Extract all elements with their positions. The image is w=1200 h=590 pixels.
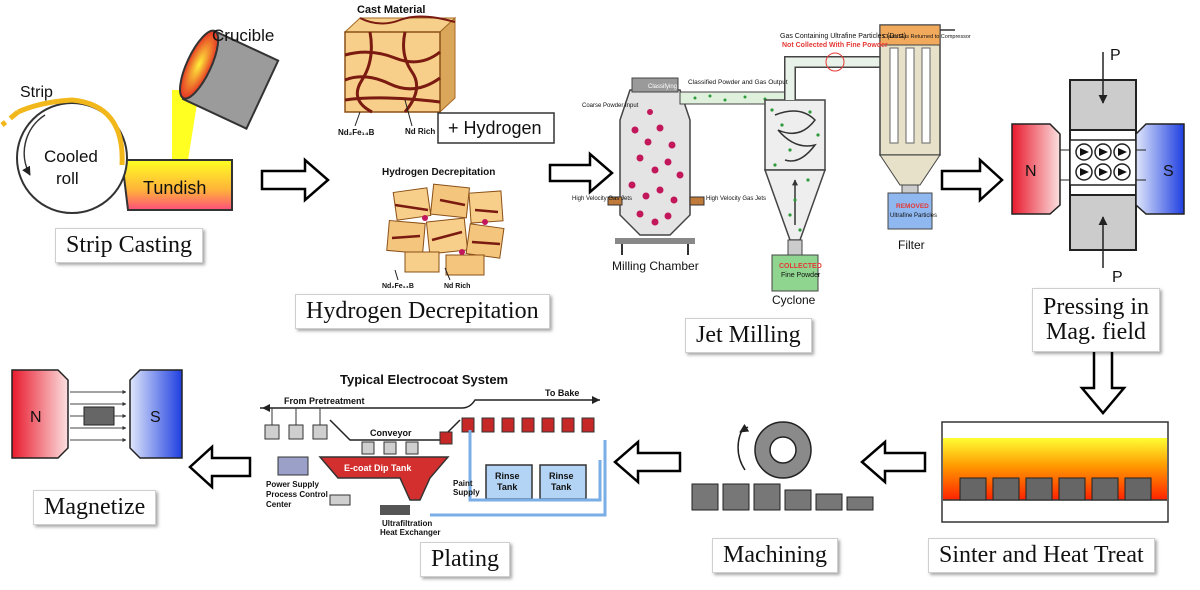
classified-powder-label: Classified Powder and Gas Output [688,79,788,86]
collected-label: COLLECTED [779,263,822,270]
hv-right-label: High Velocity Gas Jets [706,196,766,202]
strip-casting-illustration [0,29,280,214]
rinse2-b-label: Tank [551,482,572,492]
strip-casting-caption: Strip Casting [55,228,204,264]
paint-label: Paint [453,479,473,488]
pressure-bottom-label: P [1112,269,1123,286]
plus-hydrogen-label: + Hydrogen [448,118,542,138]
nd-rich-small-label: Nd Rich [444,283,470,290]
plating-caption: Plating [420,542,511,578]
magnetize-s-label: S [150,409,161,426]
heat-exchanger-label: Heat Exchanger [380,528,440,537]
cast-material-label: Cast Material [357,4,425,16]
cooled-label: Cooled [44,147,98,166]
flow-arrow-1 [260,157,330,203]
flow-arrow-6 [613,439,682,485]
nd2fe14b-label: Nd₂Fe₁₄B [338,128,375,137]
sinter-caption: Sinter and Heat Treat [928,538,1155,574]
center-label: Center [266,500,291,509]
pressing-n-label: N [1025,163,1037,180]
gas-dust-label: Gas Containing Ultrafine Particles (Dust… [780,33,906,40]
hv-left-label: High Velocity Gas Jets [572,196,632,202]
rinse1-b-label: Tank [497,482,518,492]
flow-arrow-2 [548,151,614,195]
to-bake-label: To Bake [545,388,579,398]
flow-arrow-4 [1079,348,1127,415]
cyclone-label: Cyclone [772,293,816,307]
jet-mill-illustration [607,24,955,292]
machining-illustration [691,421,874,511]
pressing-s-label: S [1163,163,1174,180]
machining-caption: Machining [712,538,838,574]
crucible-label: Crucible [212,26,274,45]
tundish-icon [120,159,233,211]
power-supply-label: Power Supply [266,480,319,489]
pressing-caption-line1: Pressing in [1043,294,1150,320]
decrepitated-pieces [386,183,505,281]
rinse2-a-label: Rinse [549,471,574,481]
flow-arrow-3 [940,157,1004,203]
conveyor-label: Conveyor [370,428,412,438]
hydrogen-decrepitation-caption: Hydrogen Decrepitation [295,294,550,330]
ultrafine-label: Ultrafine Particles [890,213,937,219]
jet-milling-caption: Jet Milling [685,318,812,354]
removed-label: REMOVED [896,203,929,210]
pressing-caption-line2: Mag. field [1046,319,1146,346]
crucible-icon [179,29,280,130]
magnetize-n-label: N [30,409,42,426]
nd-rich-label: Nd Rich [405,127,435,136]
rinse1-a-label: Rinse [495,471,520,481]
cooled-roll-icon [16,102,128,214]
strip-label: Strip [20,84,53,101]
magnetize-caption: Magnetize [33,490,157,526]
nd2fe14b-small-label: Nd₂Fe₁₄B [382,283,414,290]
electrocoat-illustration [260,396,607,517]
process-control-label: Process Control [266,490,328,499]
cast-material-cube [343,15,457,127]
pressing-caption: Pressing in Mag. field [1032,288,1161,353]
roll-label: roll [56,169,79,188]
fine-powder-label: Fine Powder [781,272,821,279]
from-pretreatment-label: From Pretreatment [284,396,365,406]
flow-arrow-5 [860,439,927,485]
classifying-rotor-label: Classifying Rotor [648,84,693,90]
filter-label: Filter [898,238,925,252]
milling-chamber-label: Milling Chamber [612,259,699,273]
pressing-illustration [1011,52,1185,268]
ecoat-label: E-coat Dip Tank [344,463,412,473]
tundish-label: Tundish [143,178,206,198]
supply-label: Supply [453,488,480,497]
plus-hydrogen-box [437,112,555,144]
clean-gas-label: Clean Gas Returned to Compressor [883,34,971,40]
electrocoat-title: Typical Electrocoat System [340,372,508,387]
hd-title: Hydrogen Decrepitation [382,167,495,178]
magnetize-illustration [11,369,183,459]
not-collected-label: Not Collected With Fine Powder [782,42,888,49]
sinter-furnace [941,421,1169,523]
pressure-top-label: P [1110,47,1121,64]
ultrafiltration-label: Ultrafiltration [382,519,432,528]
flow-arrow-7 [188,444,252,490]
coarse-powder-label: Coarse Powder Input [582,103,639,109]
